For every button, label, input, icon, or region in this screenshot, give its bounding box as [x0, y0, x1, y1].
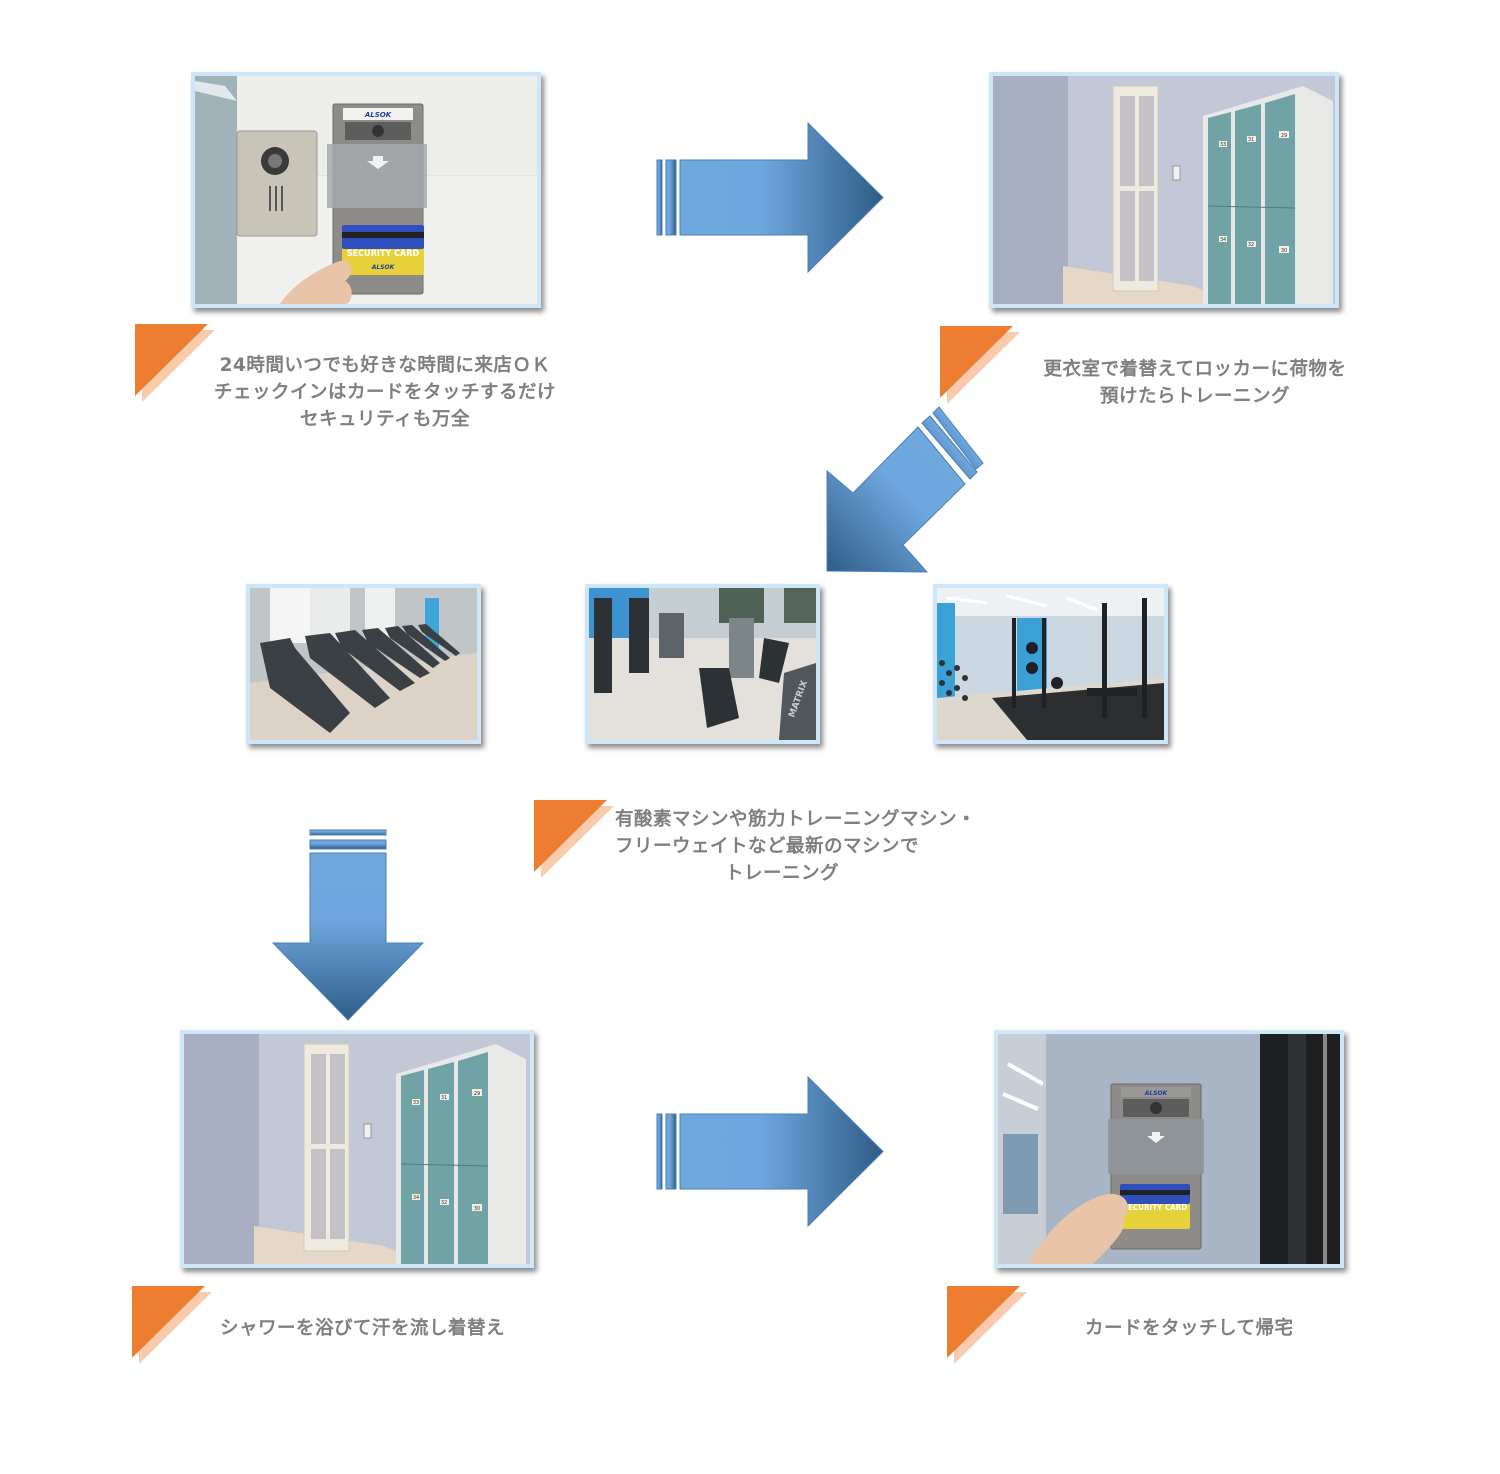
step-4-caption: シャワーを浴びて汗を流し着替え — [220, 1315, 550, 1342]
svg-text:34: 34 — [1220, 237, 1226, 243]
locker-room-scene: 33 31 29 34 32 30 — [993, 76, 1335, 304]
card-reader-scene: ALSOK SECURITY CARD ALSOK — [195, 76, 537, 304]
svg-text:32: 32 — [441, 1200, 447, 1206]
svg-text:ALSOK: ALSOK — [371, 264, 396, 271]
card-reader-scene: ALSOK SECURITY CARD — [998, 1034, 1340, 1264]
arrow-down-icon — [271, 829, 425, 1021]
svg-text:33: 33 — [1220, 142, 1226, 148]
svg-text:34: 34 — [413, 1195, 419, 1201]
security-card-text: SECURITY CARD — [1123, 1203, 1187, 1212]
svg-text:31: 31 — [441, 1095, 447, 1101]
treadmill-scene — [250, 588, 477, 740]
shower-room-photo: 33 31 29 34 32 30 — [180, 1030, 534, 1268]
free-weights-scene — [937, 588, 1164, 740]
machines-photo: MATRIX — [585, 584, 820, 744]
svg-text:33: 33 — [413, 1100, 419, 1106]
machines-scene: MATRIX — [589, 588, 816, 740]
caption-line: カードをタッチして帰宅 — [1085, 1318, 1294, 1339]
free-weights-photo — [933, 584, 1168, 744]
step-marker-icon — [947, 1286, 1027, 1364]
security-card-text: SECURITY CARD — [347, 249, 420, 259]
svg-text:29: 29 — [474, 1091, 480, 1097]
caption-line: チェックインはカードをタッチするだけ — [213, 382, 556, 403]
step-2-caption: 更衣室で着替えてロッカーに荷物を 預けたらトレーニング — [1000, 356, 1390, 410]
caption-line: フリーウェイトなど最新のマシンで — [615, 836, 920, 857]
arrow-down-left-icon — [826, 406, 984, 573]
step-marker-icon — [132, 1286, 212, 1364]
caption-line: シャワーを浴びて汗を流し着替え — [220, 1318, 506, 1339]
changing-room-photo: 33 31 29 34 32 30 — [989, 72, 1339, 308]
step-5-caption: カードをタッチして帰宅 — [1085, 1315, 1345, 1342]
step-3-caption: 有酸素マシンや筋力トレーニングマシン・ フリーウェイトなど最新のマシンで トレー… — [615, 806, 1025, 887]
arrow-right-icon — [656, 121, 884, 274]
treadmill-photo — [246, 584, 481, 744]
caption-line: 更衣室で着替えてロッカーに荷物を — [1043, 359, 1347, 380]
arrow-right-icon — [656, 1075, 884, 1228]
caption-line: セキュリティも万全 — [300, 409, 470, 430]
svg-text:31: 31 — [1248, 137, 1254, 143]
caption-line: トレーニング — [725, 863, 840, 884]
svg-text:32: 32 — [1248, 242, 1254, 248]
svg-text:30: 30 — [474, 1206, 480, 1212]
caption-line: 有酸素マシンや筋力トレーニングマシン・ — [615, 809, 977, 830]
checkin-photo: ALSOK SECURITY CARD ALSOK — [191, 72, 541, 308]
svg-text:29: 29 — [1281, 133, 1287, 139]
step-marker-icon — [940, 326, 1020, 404]
svg-text:30: 30 — [1281, 248, 1287, 254]
locker-room-scene: 33 31 29 34 32 30 — [184, 1034, 530, 1264]
step-marker-icon — [534, 800, 614, 878]
alsok-logo-text: ALSOK — [364, 111, 392, 119]
step-1-caption: 24時間いつでも好きな時間に来店ＯＫ チェックインはカードをタッチするだけ セキ… — [180, 352, 590, 433]
caption-line: 24時間いつでも好きな時間に来店ＯＫ — [219, 355, 551, 376]
alsok-logo-text: ALSOK — [1144, 1090, 1169, 1097]
checkout-photo: ALSOK SECURITY CARD — [994, 1030, 1344, 1268]
step-marker-icon — [135, 324, 215, 402]
caption-line: 預けたらトレーニング — [1099, 386, 1290, 407]
